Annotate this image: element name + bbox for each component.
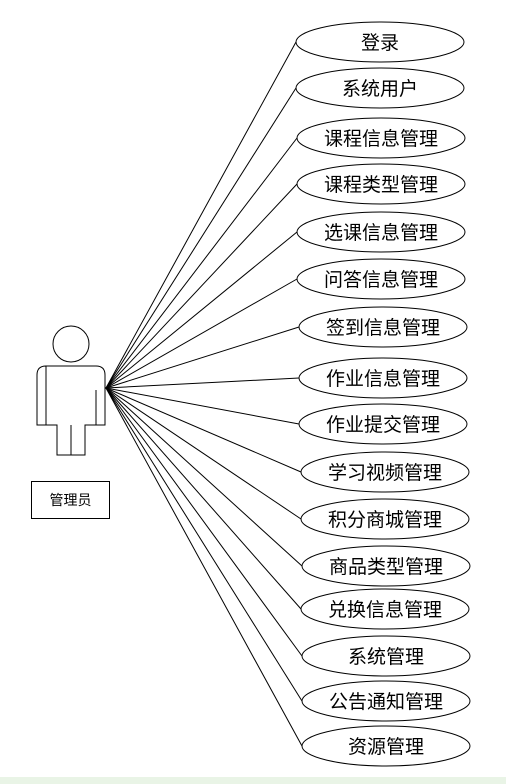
- association-line: [105, 387, 303, 702]
- association-line: [105, 387, 300, 425]
- use-case-label: 系统管理: [348, 646, 424, 668]
- use-case-ellipse: [298, 403, 468, 445]
- use-case-label: 学习视频管理: [328, 462, 442, 484]
- use-case-ellipse: [298, 306, 468, 348]
- association-line: [105, 278, 298, 389]
- association-line: [105, 387, 303, 747]
- association-line: [105, 387, 302, 473]
- use-case-label: 选课信息管理: [324, 222, 438, 244]
- association-line: [105, 387, 303, 657]
- actor-head: [52, 325, 90, 363]
- use-case: 签到信息管理: [298, 306, 468, 348]
- association-line: [105, 87, 297, 389]
- association-line: [105, 137, 298, 389]
- actor-label: 管理员: [49, 493, 92, 509]
- use-case-label: 课程信息管理: [324, 128, 438, 150]
- use-case-ellipse: [296, 258, 466, 300]
- use-case-ellipse: [298, 357, 468, 399]
- use-case: 作业提交管理: [298, 403, 468, 445]
- use-case-ellipse: [300, 451, 470, 493]
- use-case: 公告通知管理: [301, 680, 471, 722]
- use-case-ellipse: [300, 588, 470, 630]
- use-case-ellipse: [301, 545, 471, 587]
- actor-body: [36, 365, 106, 456]
- use-case: 课程类型管理: [296, 163, 466, 205]
- association-line: [105, 183, 298, 389]
- use-case-label: 登录: [361, 32, 399, 54]
- association-line: [105, 41, 297, 389]
- use-case-ellipse: [296, 117, 466, 159]
- use-case-label: 兑换信息管理: [328, 599, 442, 621]
- use-case-label: 公告通知管理: [329, 691, 443, 713]
- association-line: [105, 326, 300, 389]
- association-line: [105, 387, 302, 610]
- use-case-ellipse: [301, 725, 471, 767]
- use-case-ellipse: [295, 21, 465, 63]
- use-case: 课程信息管理: [296, 117, 466, 159]
- use-case-ellipse: [300, 498, 470, 540]
- use-case-ellipse: [296, 163, 466, 205]
- use-case-ellipse: [301, 680, 471, 722]
- use-case: 积分商城管理: [300, 498, 470, 540]
- use-case-ellipse: [301, 635, 471, 677]
- use-case-label: 资源管理: [348, 736, 424, 758]
- actor-figure: [36, 325, 106, 456]
- use-case: 系统管理: [301, 635, 471, 677]
- use-case: 商品类型管理: [301, 545, 471, 587]
- use-case-ellipse: [296, 211, 466, 253]
- use-case-label: 商品类型管理: [329, 556, 443, 578]
- use-case-ellipse: [295, 67, 465, 109]
- use-case-label: 课程类型管理: [324, 174, 438, 196]
- use-case: 资源管理: [301, 725, 471, 767]
- association-lines: [105, 41, 303, 747]
- use-case: 登录: [295, 21, 465, 63]
- association-line: [105, 387, 303, 567]
- use-case-label: 作业提交管理: [326, 414, 440, 436]
- use-case-label: 系统用户: [342, 78, 418, 100]
- use-case-label: 问答信息管理: [324, 269, 438, 291]
- use-case-label: 作业信息管理: [326, 368, 440, 390]
- use-case: 学习视频管理: [300, 451, 470, 493]
- use-case-label: 积分商城管理: [328, 509, 442, 531]
- use-case: 作业信息管理: [298, 357, 468, 399]
- association-line: [105, 231, 298, 389]
- use-case-label: 签到信息管理: [326, 317, 440, 339]
- association-line: [105, 387, 302, 520]
- use-case: 兑换信息管理: [300, 588, 470, 630]
- association-line: [105, 377, 300, 389]
- actor-label-box: 管理员: [31, 481, 110, 519]
- bottom-strip: [0, 777, 506, 784]
- use-case: 选课信息管理: [296, 211, 466, 253]
- use-case-ellipses: 登录系统用户课程信息管理课程类型管理选课信息管理问答信息管理签到信息管理作业信息…: [295, 21, 471, 767]
- use-case: 系统用户: [295, 67, 465, 109]
- use-case: 问答信息管理: [296, 258, 466, 300]
